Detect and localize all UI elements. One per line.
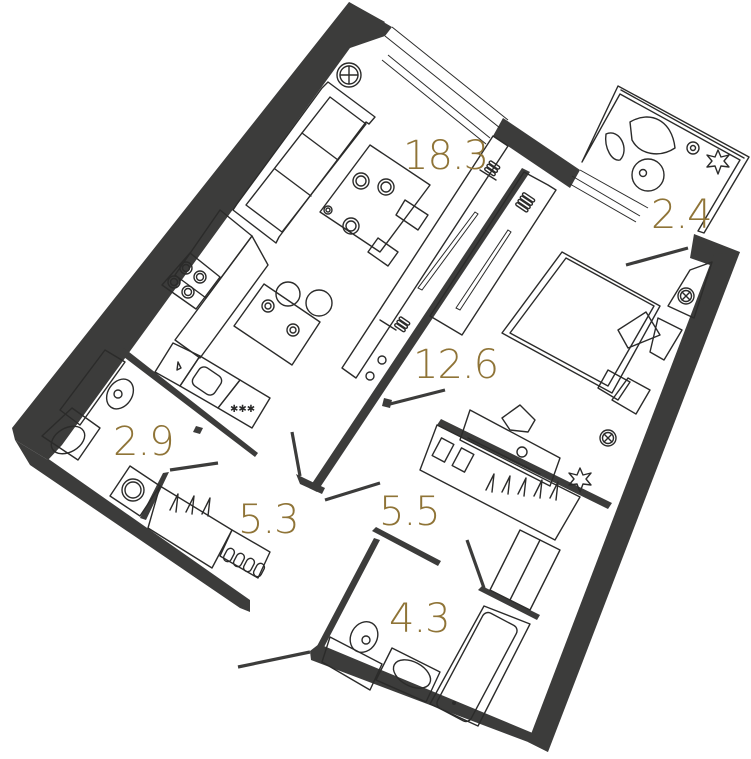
wall-partition-wc-hall — [140, 472, 169, 520]
washbasin-icon — [392, 659, 432, 689]
plant-icon — [568, 467, 592, 493]
svg-text:✱✱✱: ✱✱✱ — [230, 404, 255, 415]
door-hall-right — [324, 481, 381, 502]
stove-icon — [167, 261, 207, 299]
wall-partition-bath-left — [316, 538, 380, 651]
wall-exterior-south-bath — [310, 644, 548, 752]
sofa-icon — [232, 81, 376, 244]
desk-icon — [459, 404, 561, 487]
room-area-bedroom: 12.6 — [413, 342, 499, 388]
shoe-rack — [489, 529, 561, 611]
room-area-balcony: 2.4 — [651, 192, 713, 238]
niche — [667, 261, 713, 319]
wall-partition-wardrobe — [478, 586, 540, 620]
chair-icon — [367, 199, 429, 267]
door-wc — [169, 461, 219, 472]
plant-icon — [686, 141, 700, 155]
washbasin-icon — [50, 425, 86, 455]
toilet-icon — [349, 620, 379, 654]
wall-stub-wc — [193, 426, 203, 434]
wardrobe-corridor — [419, 424, 581, 611]
bathtub-icon — [436, 611, 518, 723]
ventilation-icon — [677, 287, 695, 305]
kitchen-lower-modules: ✱✱✱ — [154, 342, 271, 429]
wall-partition-wc-kitchen — [120, 348, 258, 457]
washing-machine-icon — [109, 465, 161, 517]
ventilation-icon — [336, 62, 362, 88]
window-living — [381, 26, 509, 145]
wall-partition-living-bedroom — [309, 168, 530, 492]
hob-icon: ✱✱✱ — [230, 404, 255, 415]
sink-icon — [191, 366, 223, 396]
wall-jamb-bedroom — [382, 398, 392, 408]
chair-icon — [501, 404, 536, 433]
wall-partition-bedroom-corridor — [437, 419, 612, 509]
balcony — [581, 85, 750, 234]
room-area-wc: 2.9 — [113, 419, 175, 465]
room-area-living-kitchen: 18.3 — [403, 133, 489, 179]
lounge-chair-icon — [629, 116, 676, 155]
wardrobe-living — [341, 135, 509, 381]
kitchen-island-icon — [233, 281, 333, 366]
bathroom-fixtures — [321, 605, 531, 727]
wall-exterior-south-wc — [15, 440, 250, 612]
room-area-bathroom: 4.3 — [389, 596, 451, 642]
room-area-corridor: 5.5 — [379, 489, 441, 535]
room-area-hallway: 5.3 — [238, 497, 300, 543]
wall-jamb-hall — [296, 474, 325, 494]
wall-exterior-west — [12, 2, 385, 460]
toilet-icon — [105, 378, 135, 410]
wall-top-left — [349, 2, 392, 48]
door-entrance — [237, 650, 311, 669]
round-table-icon — [631, 158, 665, 192]
wall-partition-bath-top — [372, 527, 441, 566]
door-balcony — [625, 246, 689, 267]
door-bedroom — [389, 388, 446, 406]
window-balcony-door — [569, 169, 649, 223]
wc-fixtures — [41, 349, 271, 579]
plant-icon — [706, 149, 730, 175]
door-bathroom — [465, 539, 486, 589]
door-living — [290, 431, 302, 477]
wall-pillar-north — [493, 118, 580, 188]
double-bed-icon — [501, 251, 683, 415]
door-swings — [169, 246, 689, 669]
ventilation-icon — [599, 429, 617, 447]
wardrobe-bedroom — [429, 171, 557, 336]
wall-exterior-east — [528, 252, 740, 752]
kitchen-counter — [161, 209, 269, 359]
dining-table-icon — [319, 144, 431, 253]
